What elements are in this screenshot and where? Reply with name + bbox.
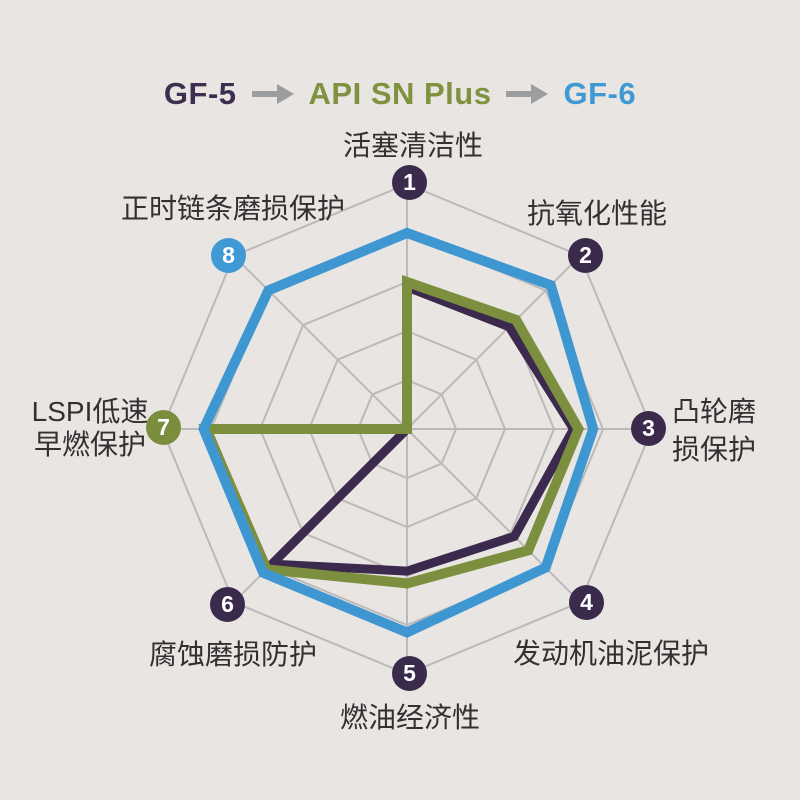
axis-label-cam-wear-protection: 凸轮磨 损保护 xyxy=(672,396,757,465)
axis-badge-1: 1 xyxy=(392,165,427,200)
axis-badge-3: 3 xyxy=(631,411,666,446)
axis-label-oxidation-resistance: 抗氧化性能 xyxy=(526,198,668,229)
axis-badge-8: 8 xyxy=(211,238,246,273)
axis-badge-4: 4 xyxy=(569,585,604,620)
axis-label-piston-cleanliness: 活塞清洁性 xyxy=(342,130,484,161)
axis-label-corrosion-wear-protection: 腐蚀磨损防护 xyxy=(148,639,318,670)
right-arrow-icon xyxy=(251,84,294,104)
right-arrow-icon xyxy=(506,84,549,104)
axis-label-timing-chain-wear-protection: 正时链条磨损保护 xyxy=(120,193,346,224)
axis-badge-7: 7 xyxy=(146,410,181,445)
legend-item-api-sn-plus: API SN Plus xyxy=(308,76,492,111)
axis-label-engine-sludge-protection: 发动机油泥保护 xyxy=(512,638,710,669)
axis-badge-5: 5 xyxy=(392,656,427,691)
legend-item-gf5: GF-5 xyxy=(163,76,237,111)
axis-badge-6: 6 xyxy=(210,587,245,622)
axis-badge-2: 2 xyxy=(568,238,603,273)
axis-label-lspi-protection: LSPI低速 早燃保护 xyxy=(31,396,149,460)
axis-label-fuel-economy: 燃油经济性 xyxy=(339,702,481,733)
legend: GF-5 API SN Plus GF-6 xyxy=(0,76,800,112)
legend-item-gf6: GF-6 xyxy=(563,76,637,111)
